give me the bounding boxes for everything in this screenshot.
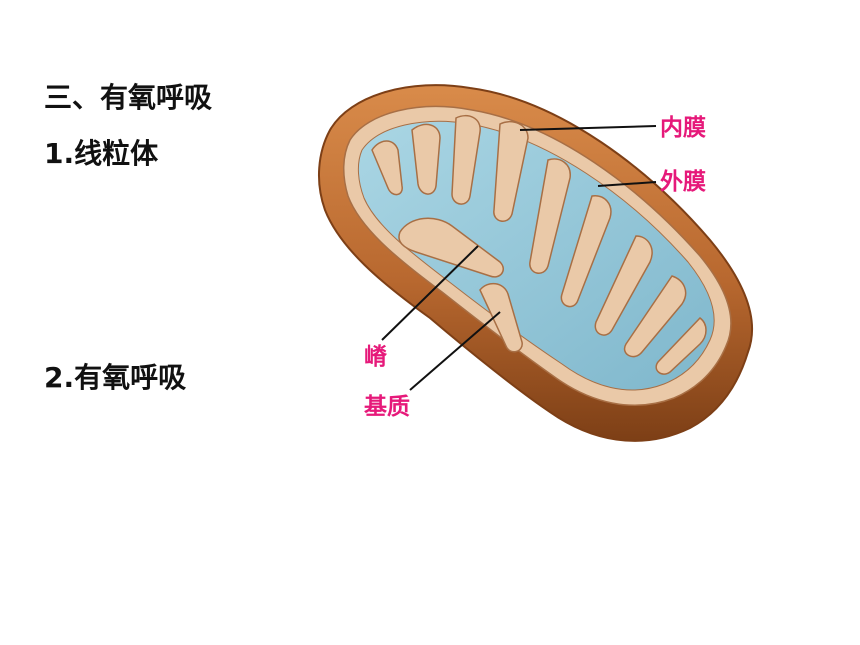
cristae-folds — [371, 114, 707, 375]
leader-line-matrix — [409, 311, 501, 391]
crista-2 — [411, 123, 441, 195]
crista-10 — [655, 316, 707, 375]
slide-title: 三、有氧呼吸 — [44, 81, 213, 114]
label-matrix: 基质 — [364, 394, 410, 420]
crista-5 — [398, 217, 504, 278]
leader-line-outer-membrane — [597, 181, 657, 187]
leader-line-cristae — [381, 245, 479, 341]
crista-4 — [493, 120, 529, 222]
crista-11 — [479, 282, 523, 353]
section-heading-aerobic-respiration: 2.有氧呼吸 — [44, 361, 187, 394]
label-cristae: 嵴 — [364, 344, 388, 370]
crista-9 — [623, 275, 687, 358]
crista-3 — [451, 114, 481, 205]
crista-7 — [560, 195, 612, 308]
leader-line-inner-membrane — [519, 125, 657, 131]
crista-6 — [529, 158, 571, 274]
crista-8 — [594, 235, 653, 336]
section-heading-mitochondrion: 1.线粒体 — [44, 137, 159, 170]
label-outer-membrane: 外膜 — [660, 168, 706, 195]
leader-lines — [381, 125, 657, 391]
label-inner-membrane: 内膜 — [660, 115, 706, 141]
crista-1 — [371, 140, 403, 196]
